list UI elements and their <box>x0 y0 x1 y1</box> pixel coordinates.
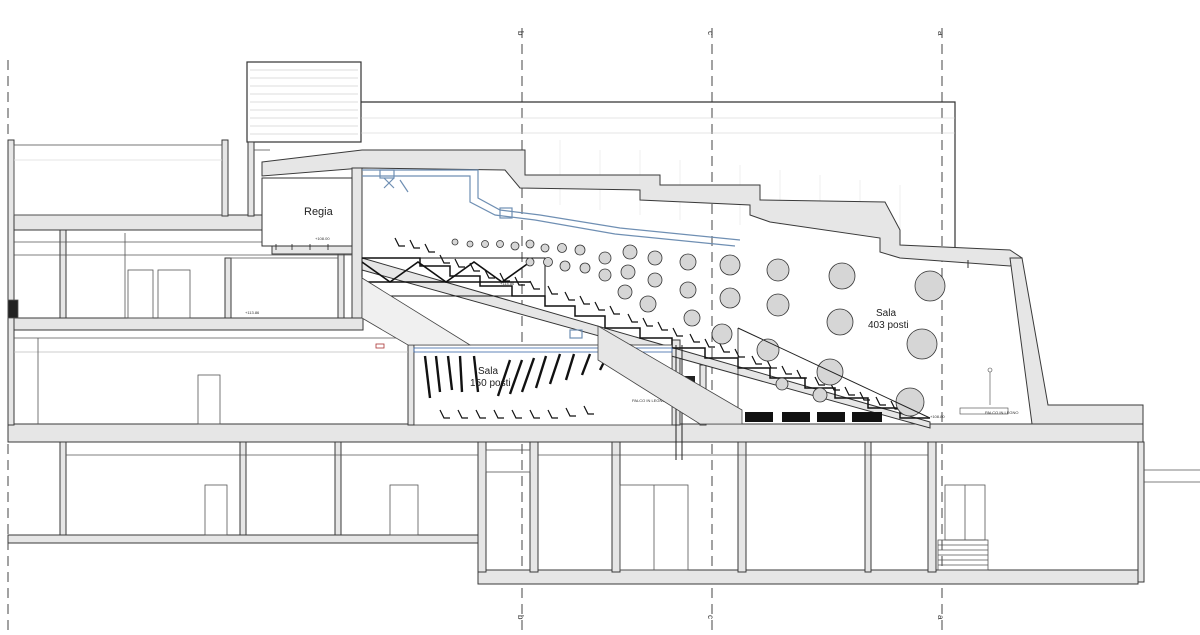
level-mark-floor-right: +108.80 <box>930 414 945 419</box>
large-hall-name: Sala <box>876 308 896 319</box>
small-hall-seats-count: 150 posti <box>470 378 511 389</box>
regia-room: Regia +108.00 <box>261 177 353 250</box>
front-rail <box>737 327 931 419</box>
palco-tag-small: PALCO IN LEGNO <box>632 398 666 403</box>
ramp-lines <box>361 277 743 425</box>
regia-label: Regia <box>304 206 334 218</box>
upper-floor-slab-left <box>7 317 364 331</box>
large-auditorium: Sala 403 posti +114.86 +108.80 PALCO IN … <box>361 237 1019 429</box>
right-low-wall <box>1137 441 1145 583</box>
roof-tower <box>246 61 956 250</box>
ground-floor-slab <box>7 423 1144 443</box>
large-hall-seats-count: 403 posti <box>868 320 909 331</box>
background-roof-outline <box>361 101 956 250</box>
large-hall-seats <box>394 237 915 415</box>
axis-label-a-bottom: a <box>936 615 945 620</box>
lower-floor-slab <box>7 534 479 544</box>
small-hall-name: Sala <box>478 366 498 377</box>
foundation-slab <box>477 569 1139 585</box>
large-hall-stepped-line <box>362 257 930 419</box>
axis-label-a-top: a <box>936 31 945 36</box>
level-mark-seats: +114.86 <box>500 281 515 286</box>
regia-floor-slab <box>271 245 363 255</box>
palco-tag-large: PALCO IN LEGNO <box>985 410 1019 415</box>
axis-label-c-top: c <box>706 31 715 35</box>
small-hall-seats <box>439 405 594 419</box>
grid-axes <box>7 28 943 635</box>
structure <box>7 149 1145 585</box>
axis-label-b-top: b <box>516 31 525 36</box>
right-exterior-wall <box>1009 257 1144 425</box>
hvac-ducts <box>362 169 741 339</box>
level-mark-upper-left: +113.86 <box>245 310 260 315</box>
auditorium-roof-slab <box>261 149 1023 267</box>
axis-label-b-bottom: b <box>516 615 525 620</box>
left-building-lines <box>7 144 1200 571</box>
axis-label-c-bottom: c <box>706 615 715 619</box>
level-mark-regia: +108.00 <box>315 236 330 241</box>
axis-labels: b c a b c a <box>516 31 945 620</box>
left-roof-slab <box>7 214 271 231</box>
stage-risers <box>745 412 882 422</box>
